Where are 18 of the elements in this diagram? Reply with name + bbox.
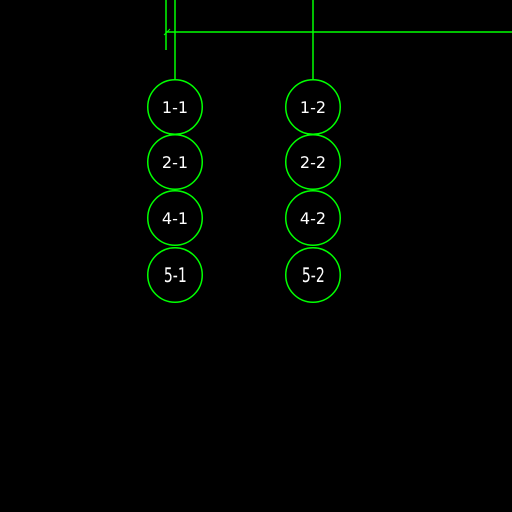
axis-label: 4-1 [162,208,188,228]
axis-label-circle [285,247,341,303]
axis-label: 5-1 [164,263,186,287]
axis-label: 5-2 [302,263,324,287]
axis-line [312,0,314,79]
axis-label: 2-1 [162,152,188,172]
axis-label-circle [285,190,341,246]
axis-label-circle [147,190,203,246]
axis-label-circle [147,79,203,135]
axis-line [174,0,176,79]
axis-label-circle [147,134,203,190]
axis-label: 4-2 [300,208,326,228]
axis-label: 2-2 [300,152,326,172]
axis-label: 1-2 [300,98,326,116]
axis-label-circle [147,247,203,303]
axis-label: 1-1 [162,98,188,116]
axis-label-circle [285,79,341,135]
axis-label-circle [285,134,341,190]
